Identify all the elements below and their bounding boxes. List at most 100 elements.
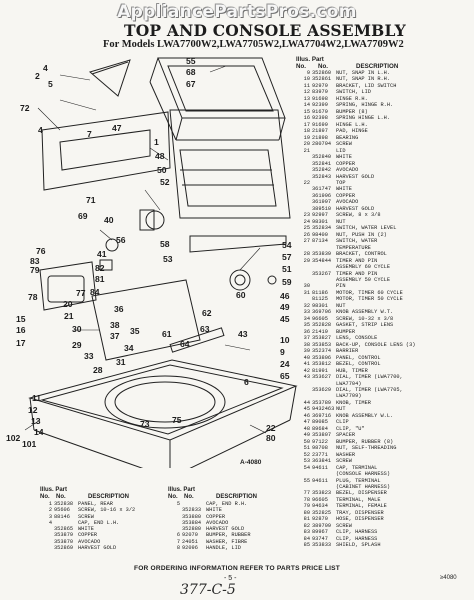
part-description: TIMER AND PIN: [336, 270, 378, 277]
part-ill-number: 12: [303, 89, 310, 96]
part-number: 353806: [312, 354, 332, 361]
part-description: SCREW, 10-32 x 3/8: [336, 315, 394, 322]
part-number: 98301: [312, 302, 328, 309]
callout-label: 53: [163, 254, 173, 264]
callout-label: 73: [140, 419, 150, 429]
part-number: 353812: [312, 361, 332, 368]
part-ill-number: 17: [303, 121, 310, 128]
part-row: ASSEMBLY 50 CYCLE: [296, 277, 472, 283]
callout-label: 41: [97, 249, 107, 259]
part-description: HARVEST GOLD: [336, 173, 375, 180]
part-ill-number: 10: [303, 76, 310, 83]
part-number: 361747: [312, 186, 332, 193]
part-description: GASKET, STRIP LENS: [336, 322, 394, 329]
part-number: 352860: [312, 70, 332, 76]
part-description: WHITE: [336, 186, 352, 193]
part-description: TOP: [336, 179, 346, 186]
part-description: NUT: [336, 406, 346, 413]
part-number: 92997: [312, 212, 328, 219]
part-number: 21898: [312, 134, 328, 141]
callout-label: 16: [16, 325, 26, 335]
part-description: HARVEST GOLD: [206, 526, 245, 533]
part-ill-number: 6: [176, 532, 180, 539]
part-description: BEZEL, DISPENSER: [336, 490, 387, 497]
part-ill-number: 49: [303, 432, 310, 439]
part-description: AVOCADO: [78, 538, 101, 545]
part-description: WHITE: [206, 507, 222, 514]
callout-label: 80: [266, 433, 276, 443]
part-number: 353833: [312, 542, 332, 549]
part-ill-number: 9: [306, 70, 310, 76]
part-ill-number: 85: [303, 542, 310, 549]
part-ill-number: 23: [303, 212, 310, 219]
part-number: 88146: [54, 513, 70, 520]
callout-label: 64: [180, 339, 190, 349]
part-number: 352865: [54, 526, 74, 533]
callout-label: 59: [282, 277, 292, 287]
part-row: LWA7704): [296, 381, 472, 387]
part-description: MOTOR, TIMER 50 CYCLE: [336, 296, 403, 303]
callout-label: 10: [280, 335, 290, 345]
part-description: PAD, HINGE: [336, 128, 368, 135]
ordering-footer: FOR ORDERING INFORMATION REFER TO PARTS …: [134, 565, 340, 572]
part-number: 91679: [312, 108, 328, 115]
callout-label: 20: [63, 299, 73, 309]
part-ill-number: 15: [303, 108, 310, 115]
part-description: TERMINAL, MALE: [336, 496, 381, 503]
part-description: SWITCH, LID: [336, 89, 371, 96]
part-description: CLIP, "U": [336, 425, 365, 432]
callout-label: 35: [130, 326, 140, 336]
part-description: BRACKET, LID SWITCH: [336, 82, 397, 89]
part-row: TEMPERATURE: [296, 245, 472, 251]
callout-label: 7: [87, 129, 92, 139]
part-description: TERMINAL, FEMALE: [336, 503, 387, 510]
part-ill-number: 44: [303, 399, 310, 406]
header-no: No.: [40, 494, 50, 500]
part-ill-number: 83: [303, 529, 310, 536]
part-number: 95606: [54, 507, 70, 514]
part-description: DIAL, TIMER (LWA7700,: [336, 374, 403, 381]
callout-label: 54: [282, 240, 292, 250]
callout-label: 52: [160, 177, 170, 187]
header-no: No.: [184, 494, 194, 500]
callout-label: 60: [236, 290, 246, 300]
part-description: NUT, SNAP IN L.H.: [336, 70, 391, 76]
part-description: SWITCH, WATER LEVEL: [336, 225, 397, 232]
callout-label: 55: [186, 56, 196, 66]
part-description: AVOCADO: [336, 199, 359, 206]
part-number: 353879: [54, 532, 74, 539]
part-description: PANEL, REAR: [78, 501, 113, 507]
header-no: No.: [318, 63, 328, 70]
part-description: WASHER, FIBRE: [206, 538, 248, 545]
parts-list-header: Illus. Part No. No. DESCRIPTION: [296, 56, 472, 70]
part-number: 92398: [312, 115, 328, 122]
part-number: 361996: [312, 192, 332, 199]
models-subtitle: For Models LWA7700W2,LWA7705W2,LWA7704W2…: [103, 39, 404, 50]
callout-label: 37: [110, 331, 120, 341]
callout-label: 84: [90, 287, 100, 297]
callout-label: 83: [30, 256, 40, 266]
part-ill-number: 54: [303, 464, 310, 471]
callout-label: 51: [282, 264, 292, 274]
part-description: LENS, CONSOLE: [336, 335, 378, 342]
part-number: 94634: [312, 503, 328, 510]
part-number: 352843: [312, 173, 332, 180]
part-number: 352861: [312, 76, 332, 83]
header-no: No.: [296, 63, 306, 70]
